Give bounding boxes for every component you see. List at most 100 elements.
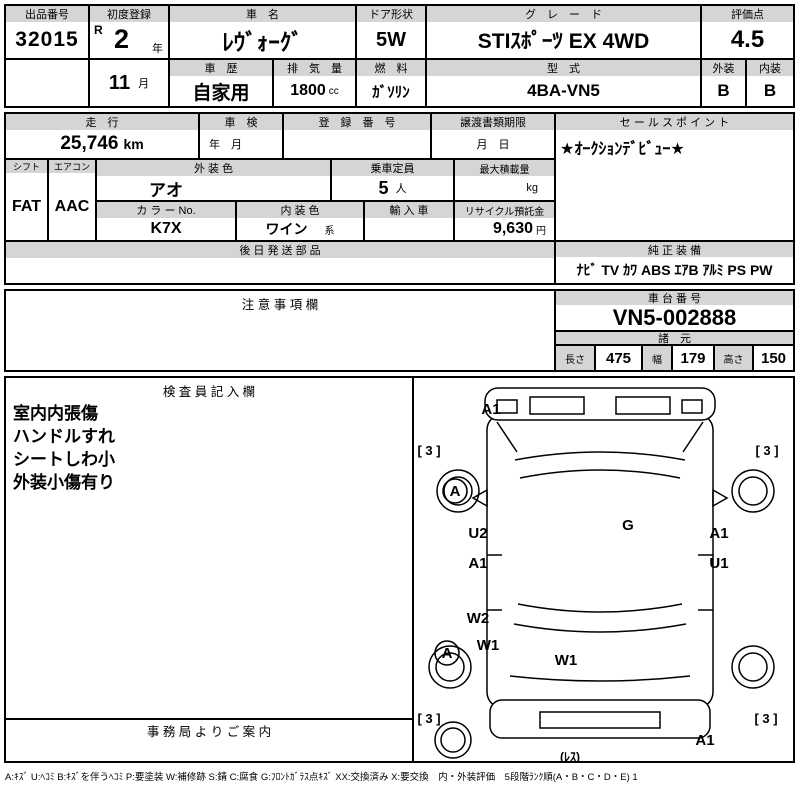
inspector-note: ハンドルすれ xyxy=(13,427,115,446)
spec-label: 諸 元 xyxy=(556,332,793,346)
damage-marker: [ 3 ] xyxy=(417,443,440,458)
recycle-value: 9,630 円 xyxy=(455,218,554,240)
displacement-unit: cc xyxy=(328,85,339,97)
max-load-label: 最大積載量 xyxy=(455,160,554,176)
mileage-value: 25,746 km xyxy=(6,130,198,158)
fuel-label: 燃 料 xyxy=(357,60,427,76)
color-no-label: カ ラ ー No. xyxy=(97,202,235,218)
car-outline xyxy=(428,387,775,759)
transfer-deadline-cell: 譲渡書類期限 月 日 xyxy=(432,114,554,158)
reg-no-value xyxy=(284,130,430,158)
first-reg-year: 2 xyxy=(114,24,130,54)
exterior-grade-value: B xyxy=(702,76,747,106)
mileage-label: 走 行 xyxy=(6,114,198,130)
recycle-amount: 9,630 xyxy=(492,220,533,237)
sales-point-cell: セ ー ル ス ポ イ ン ト ★ｵｰｸｼｮﾝﾃﾞﾋﾞｭｰ★ xyxy=(556,114,793,242)
shift-value: FAT xyxy=(11,197,42,215)
score-value: 4.5 xyxy=(702,22,793,60)
damage-marker: W1 xyxy=(477,637,500,654)
displacement-number: 1800 xyxy=(290,82,326,99)
damage-marker: [ 3 ] xyxy=(754,711,777,726)
spec-height-value: 150 xyxy=(760,349,787,367)
damage-marker: [ 3 ] xyxy=(417,711,440,726)
door-shape-value: 5W xyxy=(357,22,427,60)
recycle-cell: リサイクル預託金 9,630 円 xyxy=(455,202,554,240)
fuel-value: ｶﾞｿﾘﾝ xyxy=(357,76,427,106)
spare-tire xyxy=(434,721,472,759)
interior-color-row: カ ラ ー No. K7X 内 装 色 ワイン 系 輸 入 車 xyxy=(97,202,554,240)
damage-marker: A1 xyxy=(481,401,500,418)
damage-marker: A xyxy=(450,483,461,500)
interior-color-suffix: 系 xyxy=(324,225,335,237)
grade-label: グ レ ー ド xyxy=(427,6,702,22)
model-code-value: 4BA-VN5 xyxy=(427,76,702,106)
equipment-value: ﾅﾋﾞ TV ｶﾜ ABS ｴｱB ｱﾙﾐ PS PW xyxy=(576,262,773,278)
details-right: セ ー ル ス ポ イ ン ト ★ｵｰｸｼｮﾝﾃﾞﾋﾞｭｰ★ 純 正 装 備 ﾅ… xyxy=(556,114,793,283)
sales-point-value: ★ｵｰｸｼｮﾝﾃﾞﾋﾞｭｰ★ xyxy=(560,141,685,158)
capacity-label: 乗車定員 xyxy=(332,160,453,176)
exterior-color-row: 外 装 色 アオ 乗車定員 5 人 最大積載量 kg xyxy=(97,160,554,202)
aircon-cell: エアコン AAC xyxy=(49,160,97,240)
inspector-note: シートしわ小 xyxy=(13,450,115,469)
later-parts-label: 後 日 発 送 部 品 xyxy=(6,242,554,258)
shift-cell: シフト FAT xyxy=(6,160,49,240)
equipment-label: 純 正 装 備 xyxy=(556,242,793,257)
spec-length-label: 長さ xyxy=(556,346,596,370)
details-left: 走 行 25,746 km 車 検 年 月 登 録 番 号 譲渡書類期限 月 日 xyxy=(6,114,556,283)
spec-height-label: 高さ xyxy=(715,346,754,370)
damage-marker: A1 xyxy=(468,555,487,572)
mileage-number: 25,746 xyxy=(60,133,119,154)
recycle-label: リサイクル預託金 xyxy=(455,202,554,218)
car-name-label: 車 名 xyxy=(170,6,357,22)
inspection-value: 年 月 xyxy=(209,139,242,151)
first-reg-month-unit: 月 xyxy=(138,78,150,90)
vehicle-header-block: 出品番号 32015 初度登録 R 2 年 11 月 車 名 ﾚｳﾞｫｰｸﾞ 車… xyxy=(4,4,795,108)
auction-no-label: 出品番号 xyxy=(6,6,90,22)
damage-marker: W2 xyxy=(467,610,490,627)
shift-label: シフト xyxy=(6,160,47,173)
car-name-value: ﾚｳﾞｫｰｸﾞ xyxy=(170,22,357,60)
inspection-block: 検 査 員 記 入 欄 室内内張傷 ハンドルすれ シートしわ小 外装小傷有り 事… xyxy=(4,376,795,763)
later-parts-cell: 後 日 発 送 部 品 xyxy=(6,242,554,283)
damage-marker: W1 xyxy=(555,652,578,669)
inspector-notes: 室内内張傷 ハンドルすれ シートしわ小 外装小傷有り xyxy=(13,402,115,494)
import-cell: 輸 入 車 xyxy=(365,202,455,240)
chassis-spec-box: 車 台 番 号 VN5-002888 諸 元 長さ 475 幅 179 高さ 1… xyxy=(556,291,793,370)
reg-no-cell: 登 録 番 号 xyxy=(284,114,432,158)
max-load-cell: 最大積載量 kg xyxy=(455,160,554,200)
chassis-no-value: VN5-002888 xyxy=(556,305,793,332)
details-block: 走 行 25,746 km 車 検 年 月 登 録 番 号 譲渡書類期限 月 日 xyxy=(4,112,795,285)
first-reg-month-cell: 11 月 xyxy=(90,60,170,106)
capacity-unit: 人 xyxy=(395,183,407,195)
chassis-no-label: 車 台 番 号 xyxy=(556,291,793,305)
score-label: 評価点 xyxy=(702,6,793,22)
spec-width-value: 179 xyxy=(673,346,715,370)
interior-grade-label: 内装 xyxy=(747,60,793,76)
inspection-cell: 車 検 年 月 xyxy=(200,114,284,158)
damage-marker: A xyxy=(442,645,453,662)
mileage-row: 走 行 25,746 km 車 検 年 月 登 録 番 号 譲渡書類期限 月 日 xyxy=(6,114,554,160)
import-label: 輸 入 車 xyxy=(365,202,453,218)
import-value xyxy=(365,218,453,240)
displacement-label: 排 気 量 xyxy=(274,60,357,76)
sales-point-label: セ ー ル ス ポ イ ン ト xyxy=(556,114,793,130)
aircon-label: エアコン xyxy=(49,160,95,173)
damage-marker: G xyxy=(622,517,634,534)
spec-row: 長さ 475 幅 179 高さ 150 xyxy=(556,346,793,370)
office-info-label: 事 務 局 よ り ご 案 内 xyxy=(6,718,412,740)
door-shape-label: ドア形状 xyxy=(357,6,427,22)
mileage-unit: km xyxy=(123,136,144,152)
color-row: シフト FAT エアコン AAC 外 装 色 アオ 乗車定員 5 xyxy=(6,160,554,242)
auction-no-empty-box xyxy=(6,60,90,106)
first-reg-era: R xyxy=(94,23,103,37)
exterior-color-value: アオ xyxy=(149,181,183,200)
later-parts-empty xyxy=(6,258,554,283)
interior-color-value: ワイン 系 xyxy=(237,218,363,240)
inspector-box: 検 査 員 記 入 欄 室内内張傷 ハンドルすれ シートしわ小 外装小傷有り 事… xyxy=(6,378,414,761)
exterior-color-cell: 外 装 色 アオ xyxy=(97,160,332,200)
transfer-deadline-value: 月 日 xyxy=(476,139,510,151)
recycle-unit: 円 xyxy=(536,225,546,237)
